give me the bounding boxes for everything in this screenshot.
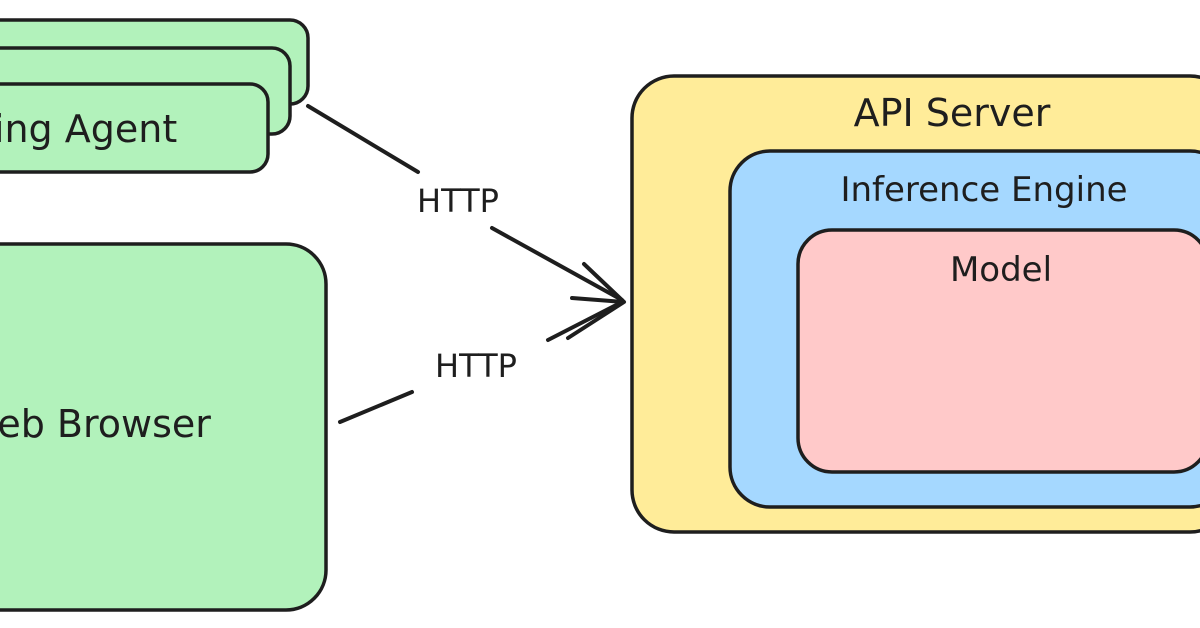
coding-agent-label: Coding Agent bbox=[0, 107, 177, 151]
http-edge-coding-agent-line-lower bbox=[490, 226, 624, 302]
coding-agent-node: Coding Agent bbox=[0, 18, 310, 174]
http-edge-web-browser-line-upper bbox=[546, 300, 624, 342]
inference-engine-node: Inference Engine Model bbox=[728, 149, 1200, 509]
model-node: Model bbox=[796, 228, 1200, 474]
web-browser-box bbox=[0, 242, 328, 612]
http-edge-coding-agent-label: HTTP bbox=[417, 182, 499, 220]
http-edge-web-browser: HTTP bbox=[338, 300, 624, 424]
api-server-node: API Server Inference Engine Model bbox=[630, 74, 1200, 534]
http-edge-web-browser-label: HTTP bbox=[435, 347, 517, 385]
http-edge-web-browser-line-lower bbox=[338, 390, 414, 424]
model-label: Model bbox=[950, 250, 1052, 290]
coding-agent-box bbox=[0, 82, 270, 174]
http-edge-coding-agent: HTTP bbox=[306, 104, 624, 302]
web-browser-node: Web Browser bbox=[0, 242, 328, 612]
http-edge-coding-agent-line-upper bbox=[306, 104, 420, 174]
inference-engine-label: Inference Engine bbox=[840, 170, 1127, 210]
arrowhead bbox=[566, 262, 626, 340]
web-browser-label: Web Browser bbox=[0, 402, 211, 446]
model-box bbox=[796, 228, 1200, 474]
api-server-label: API Server bbox=[854, 91, 1051, 135]
